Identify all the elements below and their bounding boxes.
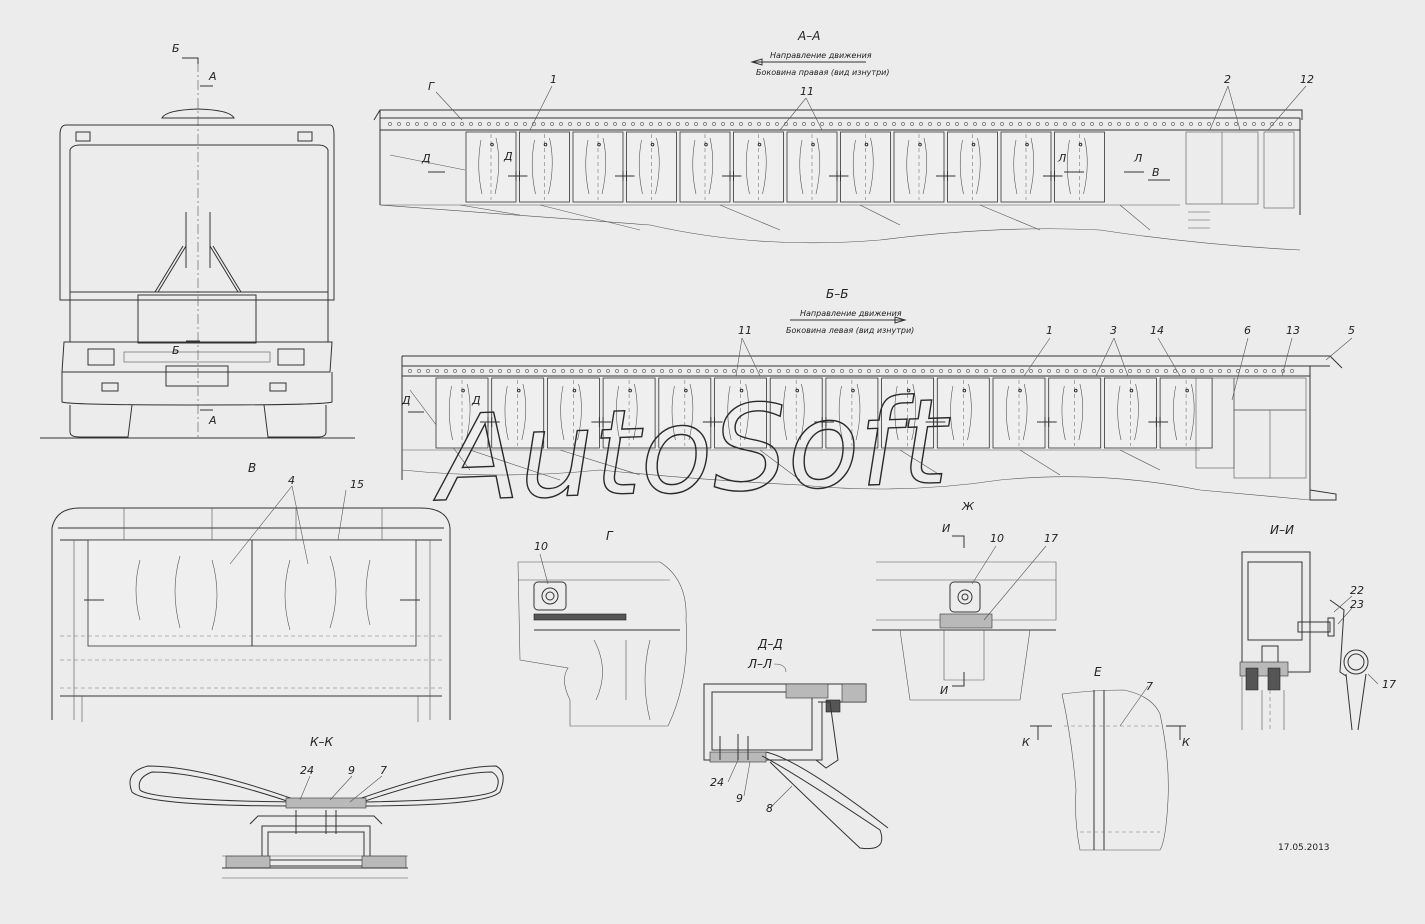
section-aa-callout-11: 11 <box>800 85 814 98</box>
section-bb-callout-3: 3 <box>1110 324 1117 337</box>
section-bb-window-panels <box>435 377 1213 449</box>
section-aa-marker-v: В <box>1152 166 1160 179</box>
section-bb-callout-5: 5 <box>1348 324 1355 337</box>
detail-zh-callout-10: 10 <box>990 532 1004 545</box>
section-aa-callout-12: 12 <box>1300 73 1314 86</box>
detail-zh-marker-i: И <box>940 684 948 697</box>
detail-g-title: Г <box>606 529 614 543</box>
autosoft-watermark: AutoSoft <box>429 372 953 528</box>
section-aa-marker-d1: Д <box>421 152 431 165</box>
section-bb-title: Б–Б <box>826 287 848 301</box>
view-v-callout-15: 15 <box>350 478 364 491</box>
front-section-label-a-2: А <box>208 414 217 427</box>
section-bb-marker-zh: Ж <box>961 500 975 513</box>
detail-e: Е 7 К К <box>1022 665 1191 851</box>
section-ii-callout-22: 22 <box>1350 584 1364 597</box>
detail-zh-callout-17: 17 <box>1044 532 1058 545</box>
front-section-label-b: Б <box>172 42 180 55</box>
section-bb-callout-13: 13 <box>1286 324 1300 337</box>
section-bb-marker-d1: Д <box>401 394 411 407</box>
section-aa-callout-2: 2 <box>1224 73 1231 86</box>
section-ii-callout-23: 23 <box>1350 598 1364 611</box>
section-aa-marker-l1: Л <box>1057 152 1066 165</box>
section-bb-marker-d2: Д <box>471 394 481 407</box>
front-section-label-b-2: Б <box>172 344 180 357</box>
section-bb-subtitle: Боковина левая (вид изнутри) <box>786 326 914 335</box>
detail-e-marker-k1: К <box>1022 736 1031 749</box>
section-ii-callout-17: 17 <box>1382 678 1396 691</box>
section-ii-title: И–И <box>1270 523 1294 537</box>
front-view: Б А Б А <box>40 42 355 440</box>
detail-e-marker-k2: К <box>1182 736 1191 749</box>
detail-zh: 10 17 И <box>872 532 1058 701</box>
section-dd: Д–Д Л–Л 24 9 8 <box>703 637 889 850</box>
section-kk: К–К 24 9 7 <box>129 735 504 879</box>
section-bb-callout-1: 1 <box>1046 324 1053 337</box>
section-aa-marker-d2: Д <box>503 150 513 163</box>
section-ii: И–И 22 23 17 <box>1239 523 1396 731</box>
section-aa-callout-1: 1 <box>550 73 557 86</box>
section-dd-title: Д–Д <box>757 637 783 651</box>
section-kk-callout-24: 24 <box>300 764 314 777</box>
section-aa-callout-g: Г <box>428 80 435 93</box>
detail-g: Г 10 <box>517 529 687 727</box>
detail-e-title: Е <box>1094 665 1102 679</box>
section-aa-subtitle: Боковина правая (вид изнутри) <box>756 68 889 77</box>
section-bb: Б–Б Направление движения Боковина левая … <box>401 287 1355 548</box>
section-dd-callout-24: 24 <box>710 776 724 789</box>
section-bb-callout-6: 6 <box>1244 324 1251 337</box>
section-bb-direction: Направление движения <box>800 309 902 318</box>
view-v: В 4 15 <box>51 461 451 722</box>
section-aa-rivet-row <box>388 122 1292 126</box>
section-aa-window-panels <box>465 131 1105 203</box>
view-v-title: В <box>248 461 256 475</box>
section-bb-callout-11: 11 <box>738 324 752 337</box>
drawing-date: 17.05.2013 <box>1278 843 1330 853</box>
section-kk-callout-9: 9 <box>348 764 355 777</box>
section-dd-subtitle: Л–Л <box>747 657 772 671</box>
view-v-callout-4: 4 <box>288 474 295 487</box>
detail-e-callout-7: 7 <box>1146 680 1153 693</box>
section-kk-callout-7: 7 <box>380 764 387 777</box>
section-bb-marker-i: И <box>942 522 950 535</box>
section-aa-direction: Направление движения <box>770 51 872 60</box>
section-kk-title: К–К <box>310 735 334 749</box>
section-bb-callout-14: 14 <box>1150 324 1164 337</box>
section-dd-callout-9: 9 <box>736 792 743 805</box>
front-section-label-a: А <box>208 70 217 83</box>
section-aa-title: А–А <box>797 29 820 43</box>
section-aa: А–А Направление движения Боковина правая… <box>373 29 1314 251</box>
section-aa-marker-l2: Л <box>1133 152 1142 165</box>
section-dd-callout-8: 8 <box>766 802 773 815</box>
detail-g-callout-10: 10 <box>534 540 548 553</box>
section-bb-rivet-row <box>408 369 1294 373</box>
